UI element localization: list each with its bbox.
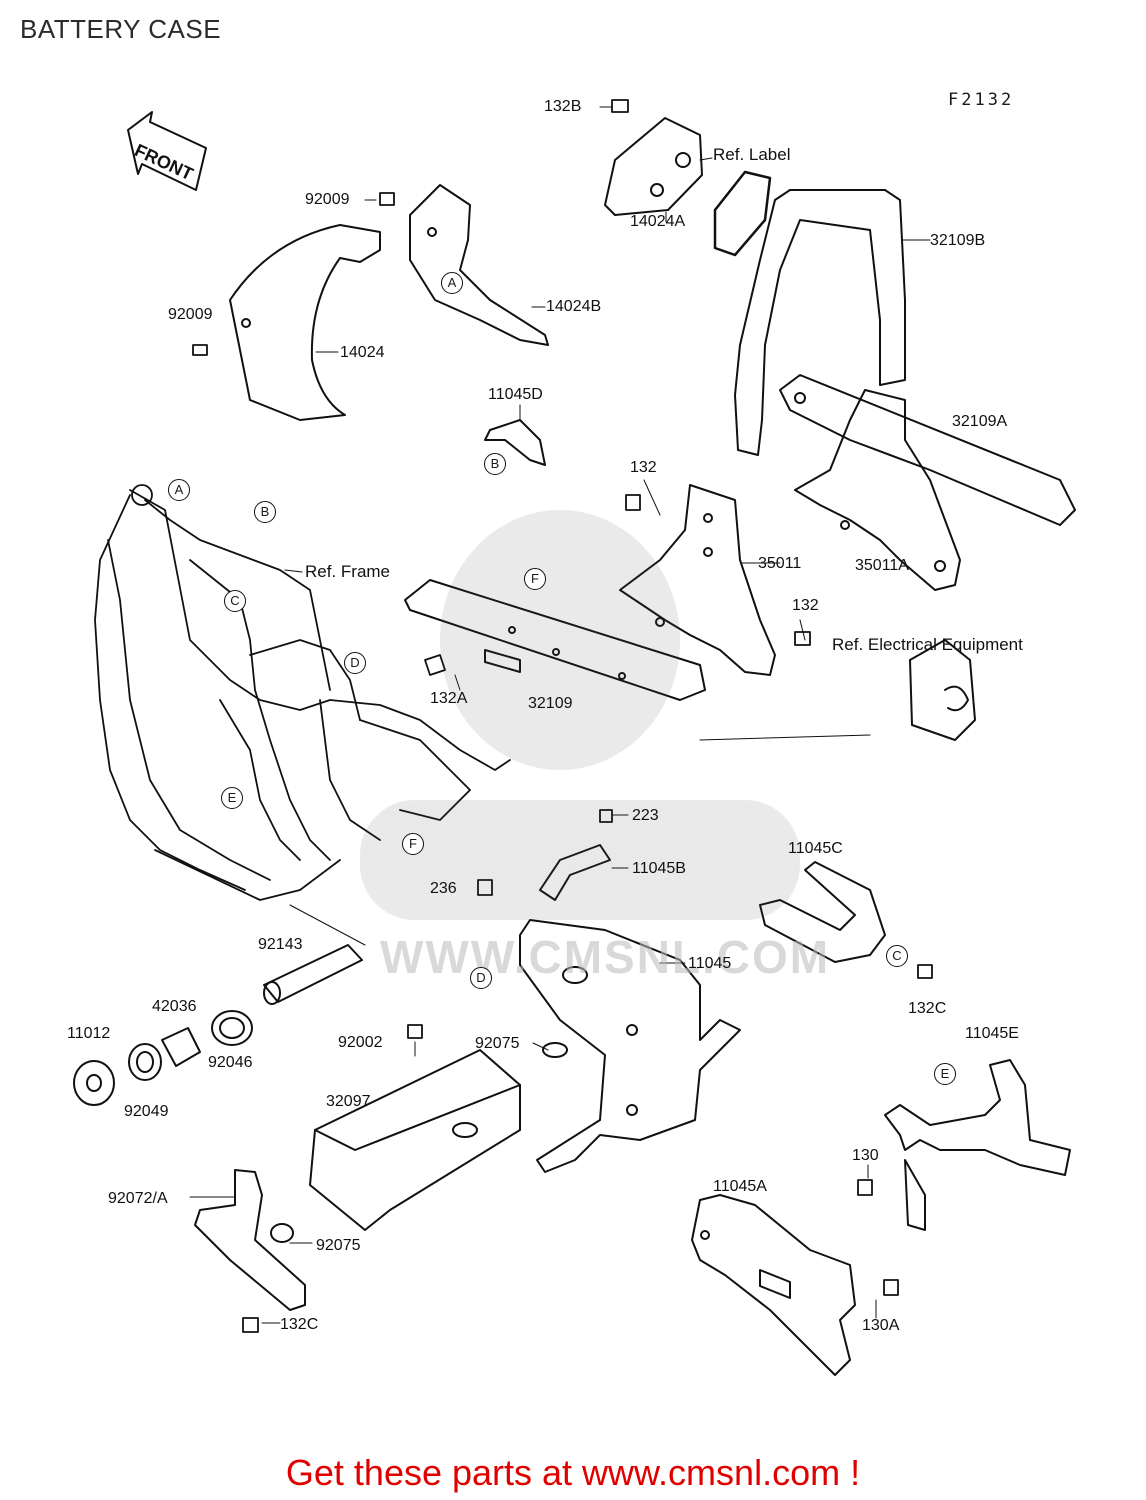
- label-92002: 92002: [338, 1034, 383, 1051]
- callout-F-frame: F: [402, 833, 424, 855]
- label-14024: 14024: [340, 344, 385, 361]
- label-130A: 130A: [862, 1317, 900, 1334]
- label-32109: 32109: [528, 695, 573, 712]
- strap-92072A: [194, 1169, 306, 1311]
- bracket-11045D: [484, 419, 546, 466]
- electrical-equipment: [909, 639, 976, 741]
- tray-11045: [519, 919, 741, 1173]
- callout-E-frame: E: [221, 787, 243, 809]
- callout-B-bracket: B: [484, 453, 506, 475]
- callout-D-tray: D: [470, 967, 492, 989]
- label-ref-label: Ref. Label: [713, 145, 791, 164]
- bracket-32109A: [779, 374, 1076, 526]
- callout-C-frame: C: [224, 590, 246, 612]
- footer-link[interactable]: Get these parts at www.cmsnl.com !: [285, 1452, 861, 1493]
- watermark-logo: [360, 510, 800, 920]
- label-132-lower: 132: [792, 597, 819, 614]
- label-32109B: 32109B: [930, 232, 986, 249]
- bushings: [73, 1010, 253, 1106]
- figure-code: F2132: [948, 90, 1015, 110]
- plate-11045A: [691, 1194, 856, 1376]
- label-130: 130: [852, 1147, 879, 1164]
- label-42036: 42036: [152, 998, 197, 1015]
- label-11045A: 11045A: [713, 1178, 767, 1195]
- callout-A-frame: A: [168, 479, 190, 501]
- cover-14024B: [409, 184, 549, 346]
- label-132A: 132A: [430, 690, 468, 707]
- label-11012: 11012: [67, 1025, 111, 1042]
- battery-case-32097: [309, 1049, 521, 1231]
- label-ref-electrical-equipment: Ref. Electrical Equipment: [832, 635, 1023, 654]
- plate-35011A: [794, 389, 961, 591]
- rail-32109: [404, 579, 706, 701]
- label-236: 236: [430, 880, 457, 897]
- callout-D-frame: D: [344, 652, 366, 674]
- callout-C-bracket: C: [886, 945, 908, 967]
- label-11045C: 11045C: [788, 840, 843, 857]
- label-11045D: 11045D: [488, 386, 543, 403]
- label-35011: 35011: [758, 555, 802, 572]
- plate-35011: [619, 484, 776, 676]
- label-ref-frame: Ref. Frame: [305, 562, 391, 581]
- label-11045E: 11045E: [965, 1025, 1019, 1042]
- label-132-upper: 132: [630, 459, 657, 476]
- front-arrow-icon: [127, 111, 207, 191]
- strap-11045B: [539, 844, 611, 901]
- label-92046: 92046: [208, 1054, 253, 1071]
- label-92075-upper: 92075: [475, 1035, 520, 1052]
- callout-E-bracket: E: [934, 1063, 956, 1085]
- label-92049: 92049: [124, 1103, 169, 1120]
- bracket-11045E: [884, 1059, 1071, 1231]
- label-132C-left: 132C: [280, 1316, 319, 1333]
- label-132C-right: 132C: [908, 1000, 947, 1017]
- label-92009-left: 92009: [168, 306, 213, 323]
- label-92075-lower: 92075: [316, 1237, 361, 1254]
- callout-F-rail: F: [524, 568, 546, 590]
- label-32097: 32097: [326, 1093, 371, 1110]
- label-223: 223: [632, 807, 659, 824]
- label-32109A: 32109A: [952, 413, 1008, 430]
- leader-lines: [189, 106, 931, 1324]
- label-92072A: 92072/A: [108, 1190, 168, 1207]
- page-title: BATTERY CASE: [20, 14, 222, 44]
- grommet-92075: [270, 1042, 568, 1243]
- tube-92143: [263, 944, 363, 1005]
- label-132B: 132B: [544, 98, 582, 115]
- plate-14024A: [604, 117, 772, 257]
- label-14024B: 14024B: [546, 298, 602, 315]
- callout-A-cover: A: [441, 272, 463, 294]
- label-11045: 11045: [688, 955, 732, 972]
- label-92009-top: 92009: [305, 191, 350, 208]
- label-92143: 92143: [258, 936, 303, 953]
- label-35011A: 35011A: [855, 557, 909, 574]
- watermark-text: WWW.CMSNL.COM: [380, 931, 831, 983]
- backrest-32109B: [734, 189, 906, 456]
- bracket-11045C: [759, 861, 886, 963]
- label-11045B: 11045B: [632, 860, 686, 877]
- callout-B-frame: B: [254, 501, 276, 523]
- side-cover-14024: [229, 224, 381, 421]
- label-14024A: 14024A: [630, 213, 686, 230]
- bolts: [192, 99, 933, 1333]
